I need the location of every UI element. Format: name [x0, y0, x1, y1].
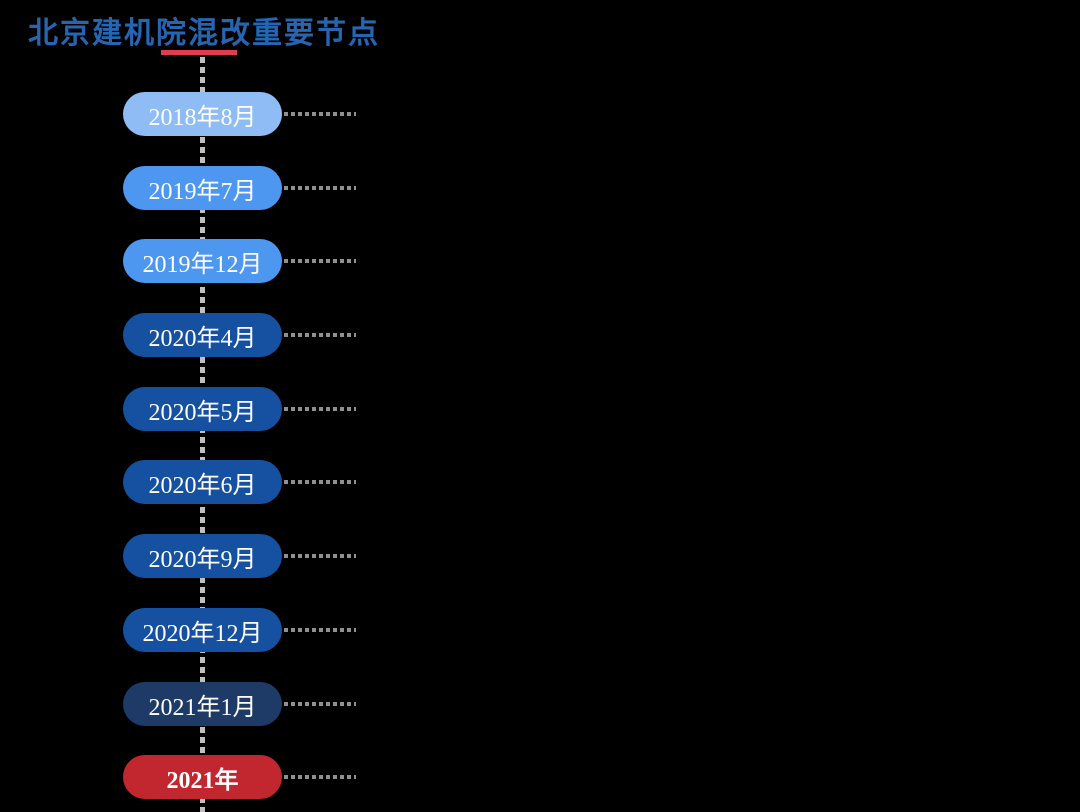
timeline-node-connector	[284, 112, 356, 116]
timeline-dashed-axis	[200, 57, 205, 812]
timeline-node-label: 2020年6月	[148, 472, 257, 499]
timeline-node-pill: 2021年	[123, 755, 282, 799]
timeline-node-connector	[284, 333, 356, 337]
timeline-node-pill: 2020年4月	[123, 313, 282, 357]
timeline-node-connector	[284, 259, 356, 263]
timeline-node-label: 2018年8月	[148, 104, 257, 131]
timeline-node-row: 2019年7月	[0, 166, 1080, 210]
timeline-node-label: 2020年4月	[148, 325, 257, 352]
timeline-node-row: 2019年12月	[0, 239, 1080, 283]
timeline-node-pill: 2020年9月	[123, 534, 282, 578]
timeline-node-pill: 2020年12月	[123, 608, 282, 652]
timeline-node-label: 2021年	[166, 767, 239, 794]
timeline-node-label: 2020年5月	[148, 399, 257, 426]
timeline-node-label: 2020年12月	[142, 620, 263, 647]
timeline-node-pill: 2019年12月	[123, 239, 282, 283]
timeline-node-pill: 2020年5月	[123, 387, 282, 431]
title-underline-bar	[161, 50, 237, 55]
timeline-node-pill: 2018年8月	[123, 92, 282, 136]
timeline-node-row: 2020年5月	[0, 387, 1080, 431]
timeline-node-row: 2018年8月	[0, 92, 1080, 136]
timeline-node-label: 2021年1月	[148, 694, 257, 721]
timeline-node-row: 2020年4月	[0, 313, 1080, 357]
timeline-node-pill: 2020年6月	[123, 460, 282, 504]
timeline-node-connector	[284, 186, 356, 190]
timeline-node-connector	[284, 628, 356, 632]
timeline-node-connector	[284, 702, 356, 706]
timeline-node-connector	[284, 480, 356, 484]
timeline-node-row: 2021年1月	[0, 682, 1080, 726]
timeline-node-label: 2020年9月	[148, 546, 257, 573]
timeline-node-connector	[284, 554, 356, 558]
page-title: 北京建机院混改重要节点	[28, 17, 380, 50]
timeline-node-row: 2020年9月	[0, 534, 1080, 578]
timeline-node-connector	[284, 775, 356, 779]
timeline-node-connector	[284, 407, 356, 411]
timeline-node-label: 2019年7月	[148, 178, 257, 205]
timeline-node-row: 2021年	[0, 755, 1080, 799]
timeline-node-pill: 2019年7月	[123, 166, 282, 210]
timeline-node-row: 2020年6月	[0, 460, 1080, 504]
timeline-node-pill: 2021年1月	[123, 682, 282, 726]
timeline-node-row: 2020年12月	[0, 608, 1080, 652]
timeline-node-label: 2019年12月	[142, 251, 263, 278]
